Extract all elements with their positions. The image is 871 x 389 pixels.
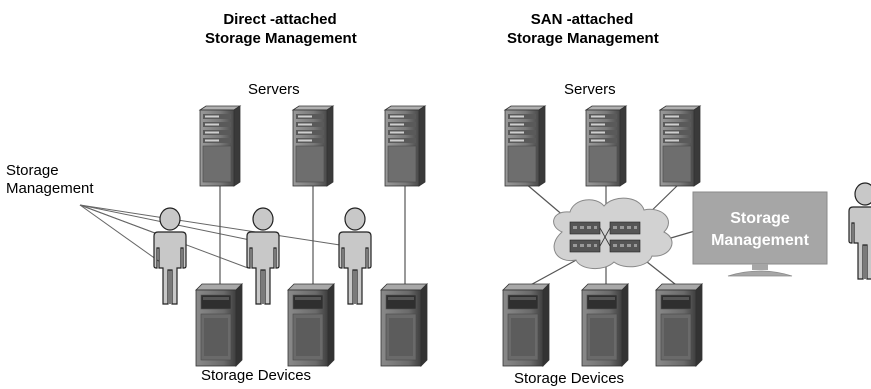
left-storage-management-line1: Storage [6, 162, 59, 179]
left-storage-management-label: Storage Management [6, 162, 94, 198]
right-servers-label: Servers [564, 81, 616, 98]
left-title-line1: Direct -attached [223, 11, 337, 28]
person-right [848, 182, 871, 280]
right-title-line2: Storage Management [507, 30, 659, 47]
san-cloud [553, 197, 673, 269]
direct-connection-lines [219, 183, 406, 288]
left-storage-devices-label: Storage Devices [201, 367, 312, 384]
storage-device-left-2 [287, 283, 335, 367]
storage-device-left-3 [380, 283, 428, 367]
monitor-label-line2: Management [711, 232, 809, 249]
storage-device-left-1 [195, 283, 243, 367]
right-storage-devices-label: Storage Devices [514, 370, 625, 387]
left-storage-management-line2: Management [6, 180, 94, 197]
person-left-3 [338, 207, 372, 305]
server-right-2 [585, 105, 627, 187]
right-title-line1: SAN -attached [530, 11, 634, 28]
management-pointer-lines [79, 204, 341, 269]
left-title: Direct -attached Storage Management [205, 10, 357, 48]
storage-management-monitor: Storage Management [692, 191, 828, 277]
storage-device-right-3 [655, 283, 703, 367]
person-left-2 [246, 207, 280, 305]
person-left-1 [153, 207, 187, 305]
server-left-3 [384, 105, 426, 187]
storage-device-right-2 [581, 283, 629, 367]
server-left-2 [292, 105, 334, 187]
monitor-label-line1: Storage [730, 210, 790, 227]
left-title-line2: Storage Management [205, 30, 357, 47]
right-title: SAN -attached Storage Management [507, 10, 659, 48]
server-left-1 [199, 105, 241, 187]
left-servers-label: Servers [248, 81, 300, 98]
server-right-3 [659, 105, 701, 187]
server-right-1 [504, 105, 546, 187]
storage-device-right-1 [502, 283, 550, 367]
